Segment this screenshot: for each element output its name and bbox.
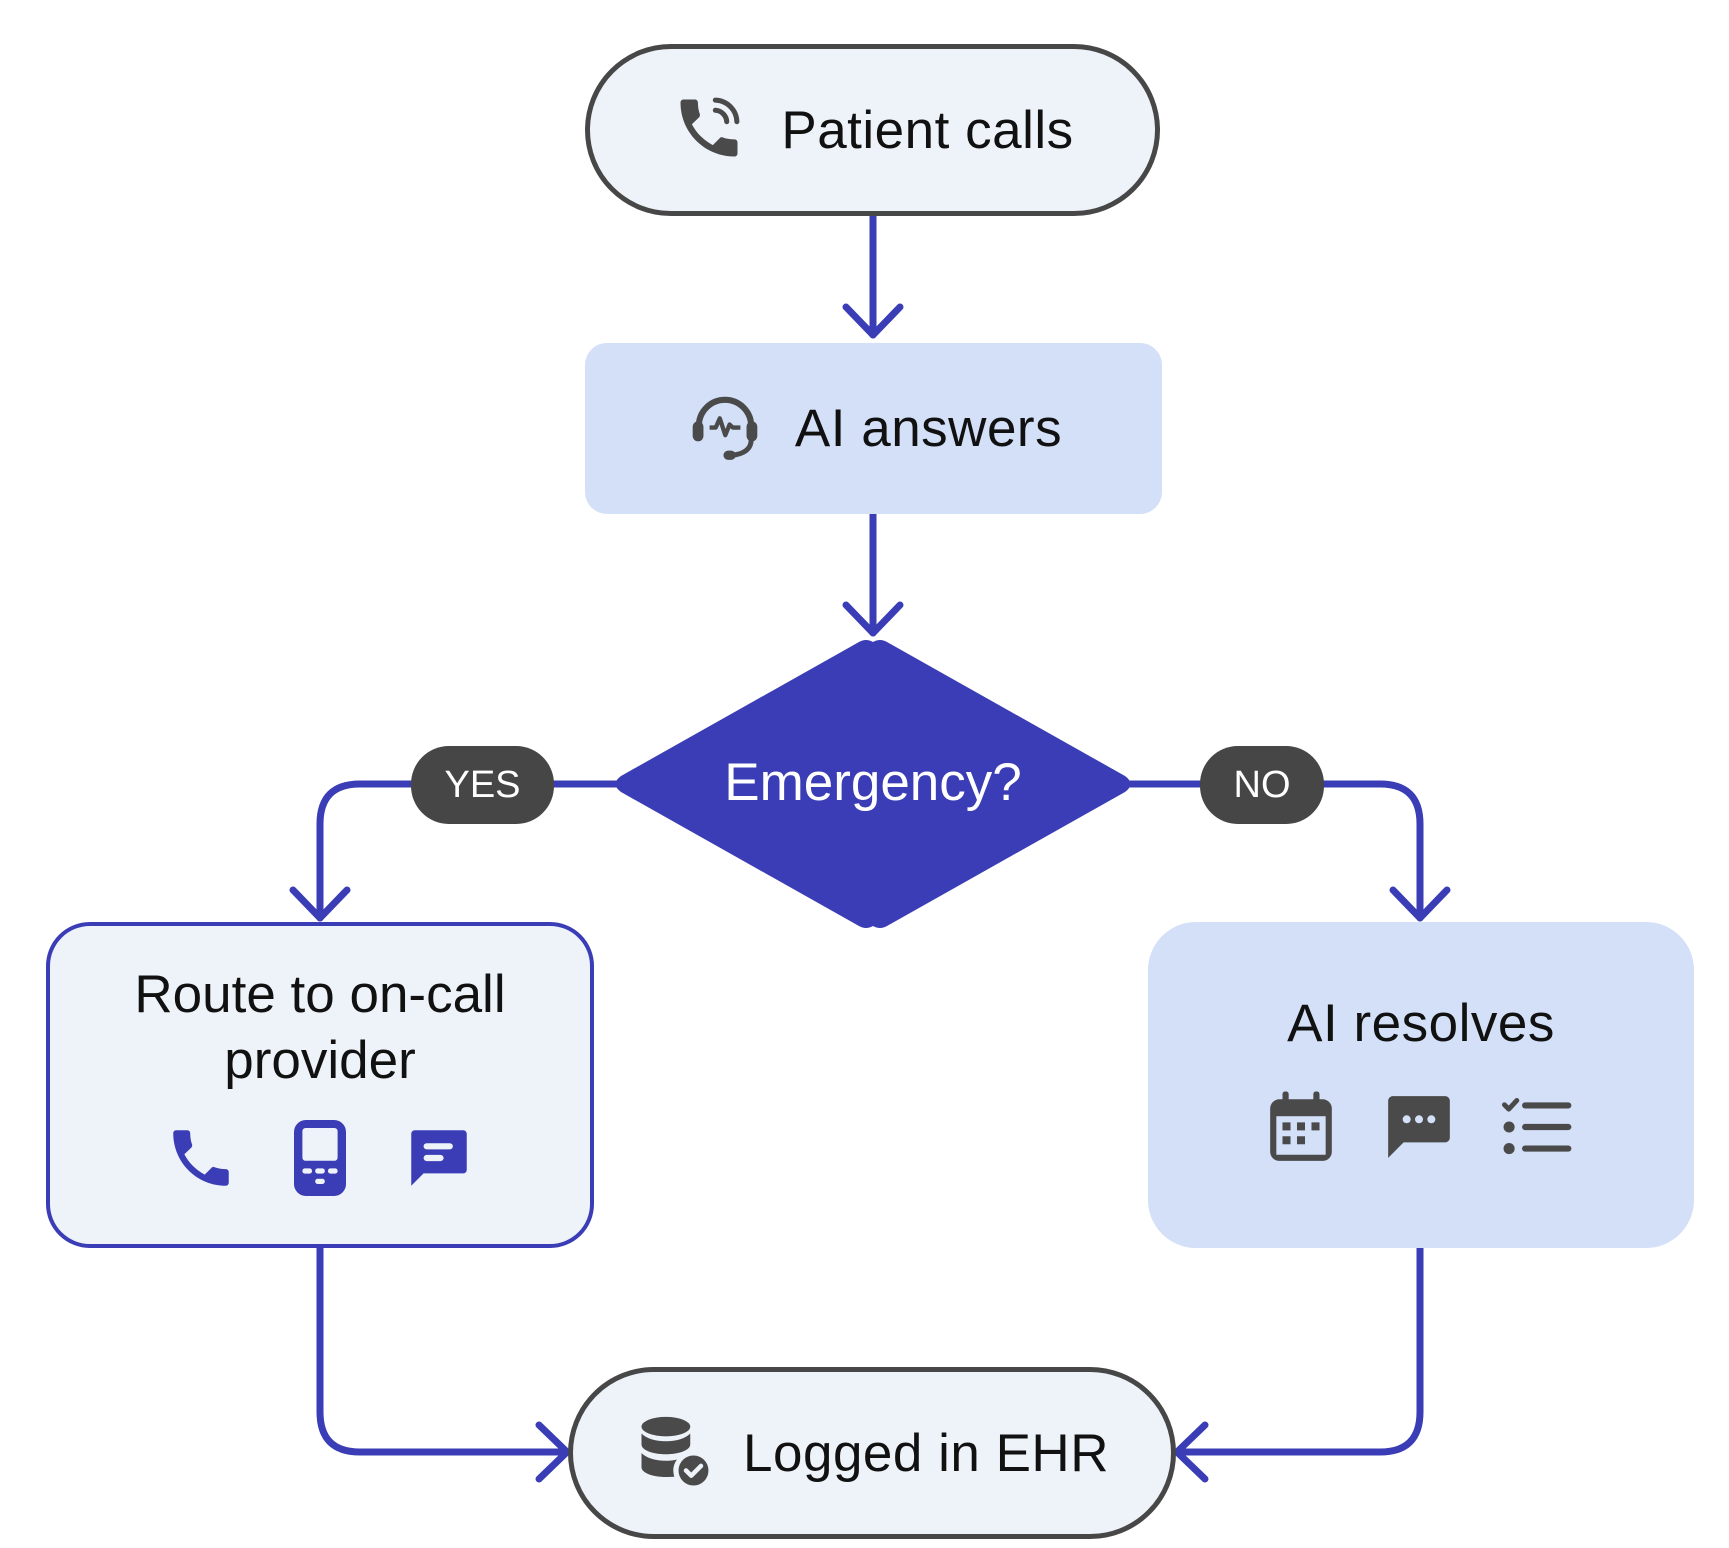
route-label-line2: provider — [224, 1030, 416, 1090]
ai-answers-label: AI answers — [794, 399, 1063, 458]
ai-resolves-label: AI resolves — [1287, 994, 1555, 1053]
arrowhead-end-left — [535, 1421, 571, 1483]
edge-route-to-end — [316, 1244, 571, 1456]
end-node: Logged in EHR — [568, 1367, 1176, 1539]
route-node: Route to on-call provider — [46, 922, 594, 1248]
start-node: Patient calls — [585, 44, 1160, 216]
edge-decision-to-route — [316, 780, 622, 922]
ai-resolves-icons — [1266, 1090, 1576, 1169]
calendar-icon — [1266, 1090, 1336, 1169]
database-check-icon — [635, 1412, 713, 1495]
headset-heartbeat-icon — [685, 389, 765, 468]
phone-icon — [164, 1121, 238, 1200]
phone-ringing-icon — [671, 90, 747, 171]
arrowhead-ai-answers — [842, 303, 904, 339]
chat-bubble-icon — [1382, 1090, 1456, 1169]
route-icons — [164, 1118, 476, 1203]
end-label: Logged in EHR — [743, 1423, 1109, 1483]
arrowhead-end-right — [1173, 1421, 1209, 1483]
message-icon — [402, 1121, 476, 1200]
arrowhead-ai-resolves — [1389, 886, 1451, 922]
no-branch-badge: NO — [1200, 746, 1324, 824]
arrowhead-decision — [842, 601, 904, 637]
route-label-line1: Route to on-call — [134, 964, 506, 1024]
ai-answers-node: AI answers — [585, 343, 1162, 514]
edge-ai-resolves-to-end — [1173, 1244, 1424, 1456]
ai-resolves-node: AI resolves — [1148, 922, 1694, 1248]
edge-decision-to-ai-resolves — [1126, 780, 1424, 922]
arrowhead-route — [289, 886, 351, 922]
mobile-phone-icon — [292, 1118, 348, 1203]
decision-label: Emergency? — [724, 753, 1022, 812]
decision-diamond — [615, 640, 1131, 928]
yes-branch-badge: YES — [411, 746, 554, 824]
checklist-icon — [1502, 1095, 1576, 1164]
route-label: Route to on-call provider — [134, 962, 505, 1094]
start-label: Patient calls — [781, 100, 1074, 160]
